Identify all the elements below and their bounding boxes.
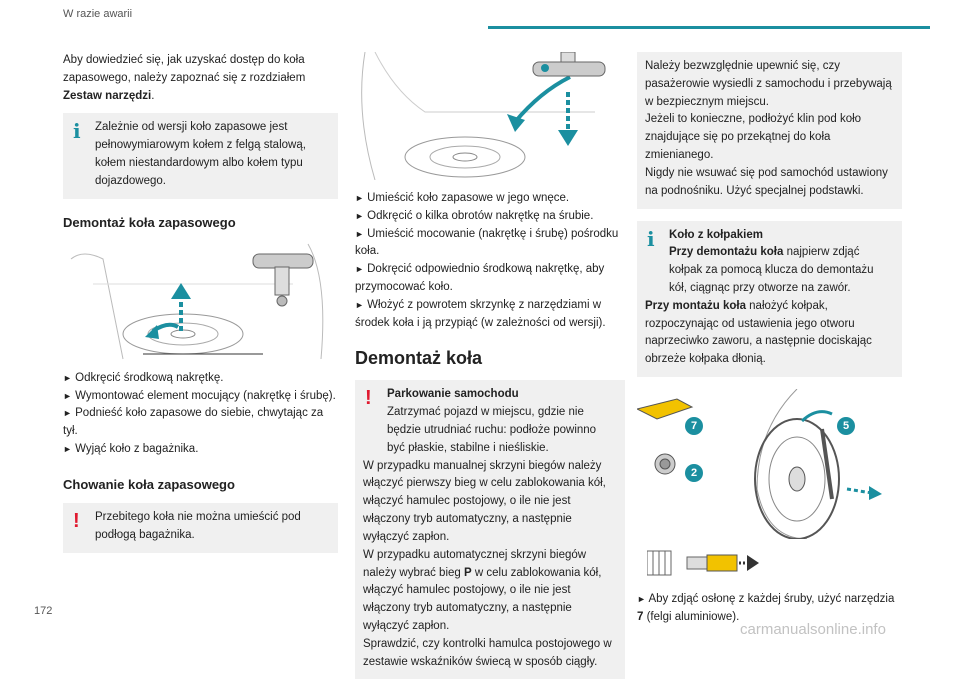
intro-paragraph: Aby dowiedzieć się, jak uzyskać dostęp d… (63, 52, 338, 105)
list-item: ► Wyjąć koło z bagażnika. (63, 441, 338, 459)
heading-remove-spare: Demontaż koła zapasowego (63, 214, 236, 230)
warning-parking-content: Parkowanie samochodu Zatrzymać pojazd w … (363, 386, 617, 457)
intro-bold-text: Zestaw narzędzi (63, 89, 152, 102)
steps-remove-list: ► Odkręcić środkową nakrętkę. ► Wymontow… (63, 370, 338, 459)
list-item: ► Umieścić mocowanie (nakrętkę i śrubę) … (355, 226, 625, 262)
info-icon: i (73, 119, 81, 144)
bullet-arrow-icon: ► (355, 264, 364, 275)
warning-auto-text-a: W przypadku automatycznej skrzyni biegów… (363, 548, 587, 579)
info-box-text: Zależnie od wersji koło zapasowe jest pe… (95, 121, 306, 187)
badge-tool-5: 5 (837, 417, 855, 435)
bullet-arrow-icon: ► (355, 210, 364, 221)
bullet-arrow-icon: ► (63, 408, 72, 419)
header-accent-bar (488, 26, 930, 29)
column-left: Aby dowiedzieć się, jak uzyskać dostęp d… (63, 52, 338, 561)
step-text: Wymontować element mocujący (nakrętkę i … (75, 389, 336, 402)
warning-text: Zatrzymać pojazd w miejscu, gdzie nie bę… (387, 406, 597, 454)
info-icon: i (647, 226, 655, 251)
list-item: ► Umieścić koło zapasowe w jego wnęce. (355, 190, 625, 208)
warning-auto-text-b: w celu zablokowania kół, włączyć hamulec… (363, 566, 602, 632)
steps-store-list: ► Umieścić koło zapasowe w jego wnęce. ►… (355, 190, 625, 333)
warning-auto-paragraph: W przypadku automatycznej skrzyni biegów… (363, 547, 617, 636)
list-item: ► Podnieść koło zapasowe do siebie, chwy… (63, 405, 338, 441)
figure-store-spare (355, 51, 625, 181)
badge-tool-2: 2 (685, 464, 703, 482)
info-text-removal: najpierw zdjąć kołpak za pomocą klucza d… (669, 246, 874, 294)
list-item: ► Aby zdjąć osłonę z każdej śruby, użyć … (637, 591, 902, 627)
heading-wheel-removal: Demontaż koła (355, 347, 483, 368)
list-item: ► Odkręcić o kilka obrotów nakrętkę na ś… (355, 208, 625, 226)
warning-icon: ! (365, 387, 372, 410)
trunk-spare-wheel-illustration (70, 243, 324, 359)
safety-box: Należy bezwzględnie upewnić się, czy pas… (637, 52, 902, 209)
bullet-arrow-icon: ► (355, 228, 364, 239)
bullet-arrow-icon: ► (63, 390, 72, 401)
step-text: Podnieść koło zapasowe do siebie, chwyta… (63, 407, 324, 438)
step-text: Wyjąć koło z bagażnika. (75, 443, 199, 456)
heading-store-spare: Chowanie koła zapasowego (63, 476, 235, 492)
info-bold-fitting: Przy montażu koła (645, 299, 746, 312)
bullet-arrow-icon: ► (355, 299, 364, 310)
bullet-arrow-icon: ► (63, 444, 72, 455)
info-hubcap-content: Koło z kołpakiem Przy demontażu koła naj… (645, 227, 894, 298)
list-item: ► Wymontować element mocujący (nakrętkę … (63, 388, 338, 406)
bullet-arrow-icon: ► (355, 193, 364, 203)
step-text: Aby zdjąć osłonę z każdej śruby, użyć na… (648, 593, 895, 605)
spare-wheel-fixing-illustration (361, 51, 606, 181)
list-item: ► Odkręcić środkową nakrętkę. (63, 370, 338, 388)
warning-check-text: Sprawdzić, czy kontrolki hamulca postojo… (363, 637, 612, 668)
safety-text-jack: Nigdy nie wsuwać się pod samochód ustawi… (645, 166, 888, 197)
step-text: Odkręcić o kilka obrotów nakrętkę na śru… (367, 209, 594, 222)
bullet-arrow-icon: ► (63, 372, 72, 383)
info-text-fitting: nałożyć kołpak, rozpoczynając od ustawie… (645, 299, 872, 366)
watermark: carmanualsonline.info (740, 621, 886, 638)
step-text: Dokręcić odpowiednio środkową nakrętkę, … (355, 263, 605, 294)
step-text: Umieścić mocowanie (nakrętkę i śrubę) po… (355, 227, 619, 258)
badge-tool-7: 7 (685, 417, 703, 435)
column-right: Należy bezwzględnie upewnić się, czy pas… (635, 52, 902, 627)
step-text: Odkręcić środkową nakrętkę. (75, 371, 224, 384)
warning-icon: ! (73, 510, 80, 533)
warning-box-punctured: ! Przebitego koła nie można umieścić pod… (63, 503, 338, 553)
column-middle: ► Umieścić koło zapasowe w jego wnęce. ►… (355, 51, 625, 687)
info-box-versions: i Zależnie od wersji koło zapasowe jest … (63, 113, 338, 199)
figure-wheel-tools: 7 5 2 (635, 388, 902, 540)
warning-box-parking: ! Parkowanie samochodu Zatrzymać pojazd … (355, 380, 625, 680)
wheel-with-tools-illustration (635, 388, 882, 540)
bullet-arrow-icon: ► (637, 594, 646, 604)
step-text: Umieścić koło zapasowe w jego wnęce. (367, 192, 570, 204)
info-title: Koło z kołpakiem (669, 228, 763, 241)
step-text: Włożyć z powrotem skrzynkę z narzędziami… (355, 298, 606, 329)
section-header: W razie awarii (63, 8, 133, 20)
safety-text-passengers: Należy bezwzględnie upewnić się, czy pas… (645, 60, 892, 108)
info-fitting-paragraph: Przy montażu koła nałożyć kołpak, rozpoc… (645, 298, 894, 369)
safety-text-chock: Jeżeli to konieczne, podłożyć klin pod k… (645, 113, 862, 162)
bolt-cover-removal-illustration (646, 550, 759, 576)
figure-remove-spare (63, 239, 338, 364)
intro-text: Aby dowiedzieć się, jak uzyskać dostęp d… (63, 54, 306, 84)
page-number: 172 (34, 605, 53, 617)
gear-p-label: P (464, 566, 472, 579)
warning-title: Parkowanie samochodu (387, 388, 519, 401)
step-text-end: (felgi aluminiowe). (643, 610, 740, 623)
warning-box-text: Przebitego koła nie można umieścić pod p… (95, 511, 301, 541)
info-bold-removal: Przy demontażu koła (669, 246, 784, 259)
list-item: ► Włożyć z powrotem skrzynkę z narzędzia… (355, 297, 625, 333)
info-box-hubcap: i Koło z kołpakiem Przy demontażu koła n… (637, 220, 902, 377)
warning-manual-text: W przypadku manualnej skrzyni biegów nal… (363, 459, 606, 543)
intro-end: . (151, 89, 155, 102)
figure-bolt-cover-tool (646, 545, 902, 581)
tool-number: 7 (637, 610, 644, 623)
list-item: ► Dokręcić odpowiednio środkową nakrętkę… (355, 261, 625, 297)
